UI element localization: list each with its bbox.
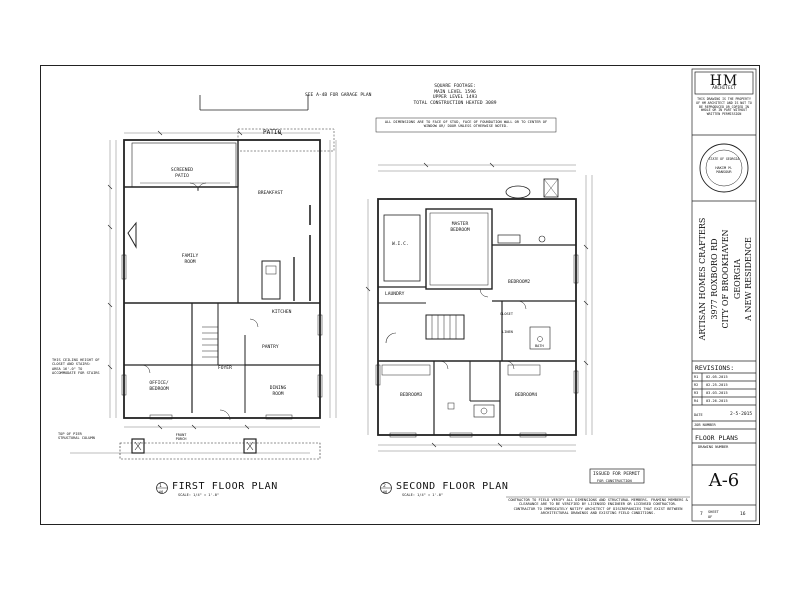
revision-date: 02-25-2015: [706, 383, 728, 387]
first-floor-detail-number: 1: [159, 484, 162, 489]
revision-num: R2: [694, 383, 699, 387]
room-label-bath: BATH: [535, 344, 544, 348]
room-label-bedroom3: BEDROOM3: [400, 393, 423, 398]
sheet-total: 16: [740, 512, 746, 517]
date-label: DATE: [694, 413, 703, 417]
top-of-pier-note: TOP OF PIER STRUCTURAL COLUMN: [58, 432, 95, 441]
room-label-dining: DINING ROOM: [269, 386, 287, 397]
drawing-number-label: DRAWING NUMBER: [698, 445, 729, 449]
issued-for-sub: FOR CONSTRUCTION: [597, 479, 632, 483]
second-floor-detail-number: 2: [383, 484, 386, 489]
room-label-office: OFFICE/ BEDROOM: [149, 381, 169, 392]
revision-num: R3: [694, 391, 699, 395]
room-label-kitchen: KITCHEN: [272, 310, 292, 315]
floor-plan-drawing: [70, 68, 757, 522]
revision-date: 03-26-2015: [706, 399, 728, 403]
garage-note: SEE A-4B FOR GARAGE PLAN: [305, 93, 372, 98]
job-number-label: JOB NUMBER: [694, 423, 716, 427]
second-floor-plan-scale: SCALE: 1/4" = 1'-0": [402, 493, 444, 497]
project-line-address: 3977 ROXBORO RD: [709, 238, 719, 320]
project-line-city: CITY OF BROOKHAVEN: [721, 229, 730, 329]
room-label-closet: CLOSET: [500, 312, 513, 316]
issued-for-label: ISSUED FOR PERMIT: [593, 472, 641, 477]
revision-date: 03-03-2015: [706, 391, 728, 395]
sheet-label: SHEET: [708, 510, 719, 514]
architect-logo: HM: [709, 73, 739, 89]
room-label-front-porch: FRONT PORCH: [175, 433, 187, 442]
project-info: ARTISAN HOMES CRAFTERS 3977 ROXBORO RD C…: [697, 205, 755, 353]
seal-name: HAKIM M. MANSOUR: [715, 166, 733, 175]
first-floor-plan-scale: SCALE: 1/4" = 1'-0": [178, 493, 220, 497]
project-line-description: A NEW RESIDENCE: [744, 237, 753, 321]
room-label-laundry: LAUNDRY: [385, 292, 405, 297]
second-floor-plan-title: SECOND FLOOR PLAN: [396, 481, 509, 492]
square-footage-total: TOTAL CONSTRUCTION HEATED 3089: [413, 100, 497, 106]
sheet-number: 7: [700, 512, 703, 517]
sheet-of-label: OF: [708, 515, 713, 519]
room-label-bedroom4: BEDROOM4: [515, 393, 538, 398]
project-line-company: ARTISAN HOMES CRAFTERS: [698, 217, 707, 341]
revision-num: R1: [694, 375, 699, 379]
seal-state-text: STATE OF GEORGIA: [708, 157, 740, 161]
square-footage-block: SQUARE FOOTAGE: MAIN LEVEL 1596 UPPER LE…: [400, 84, 510, 106]
dimension-note: ALL DIMENSIONS ARE TO FACE OF STUD, FACE…: [384, 120, 548, 129]
first-floor-plan-title: FIRST FLOOR PLAN: [172, 481, 278, 492]
drawing-sheet: [40, 65, 760, 525]
date-value: 2-5-2015: [730, 412, 753, 417]
room-label-pantry: PANTRY: [262, 345, 279, 350]
room-label-breakfast: BREAKFAST: [258, 191, 283, 196]
room-label-patio: PATIO: [263, 129, 282, 136]
square-footage-upper: UPPER LEVEL 1493: [432, 95, 478, 101]
room-label-foyer: FOYER: [218, 366, 232, 371]
drawing-number: A-6: [708, 470, 740, 491]
revisions-label: REVISIONS:: [695, 364, 735, 372]
square-footage-title: SQUARE FOOTAGE:: [434, 84, 476, 89]
revision-date: 02-05-2015: [706, 375, 728, 379]
room-label-wic: W.I.C.: [392, 242, 409, 247]
second-floor-plan: [365, 162, 593, 494]
title-block-frame: [691, 68, 757, 522]
room-label-bedroom2: BEDROOM2: [508, 280, 531, 285]
revision-num: R4: [694, 399, 699, 403]
ceiling-note: THIS CEILING HEIGHT OF CLOSET AND STAIRS…: [52, 358, 100, 376]
second-floor-detail-sheet: A6: [383, 490, 388, 494]
room-label-master-bedroom: MASTER BEDROOM: [450, 222, 470, 233]
project-line-state: GEORGIA: [732, 258, 742, 300]
square-footage-main: MAIN LEVEL 1596: [434, 89, 476, 95]
title-block-fine-print: THIS DRAWING IS THE PROPERTY OF HM ARCHI…: [696, 97, 752, 117]
room-label-screened-patio: SCREENED PATIO: [170, 168, 194, 179]
architect-logo-sub: ARCHITECT: [712, 86, 736, 91]
contractor-note: CONTRACTOR TO FIELD VERIFY ALL DIMENSION…: [508, 498, 688, 516]
room-label-family-room: FAMILY ROOM: [181, 254, 199, 265]
sheet-title: FLOOR PLANS: [695, 434, 739, 442]
first-floor-detail-sheet: A6: [159, 490, 164, 494]
first-floor-plan: [70, 95, 337, 494]
room-label-linen: LINEN: [502, 330, 513, 334]
